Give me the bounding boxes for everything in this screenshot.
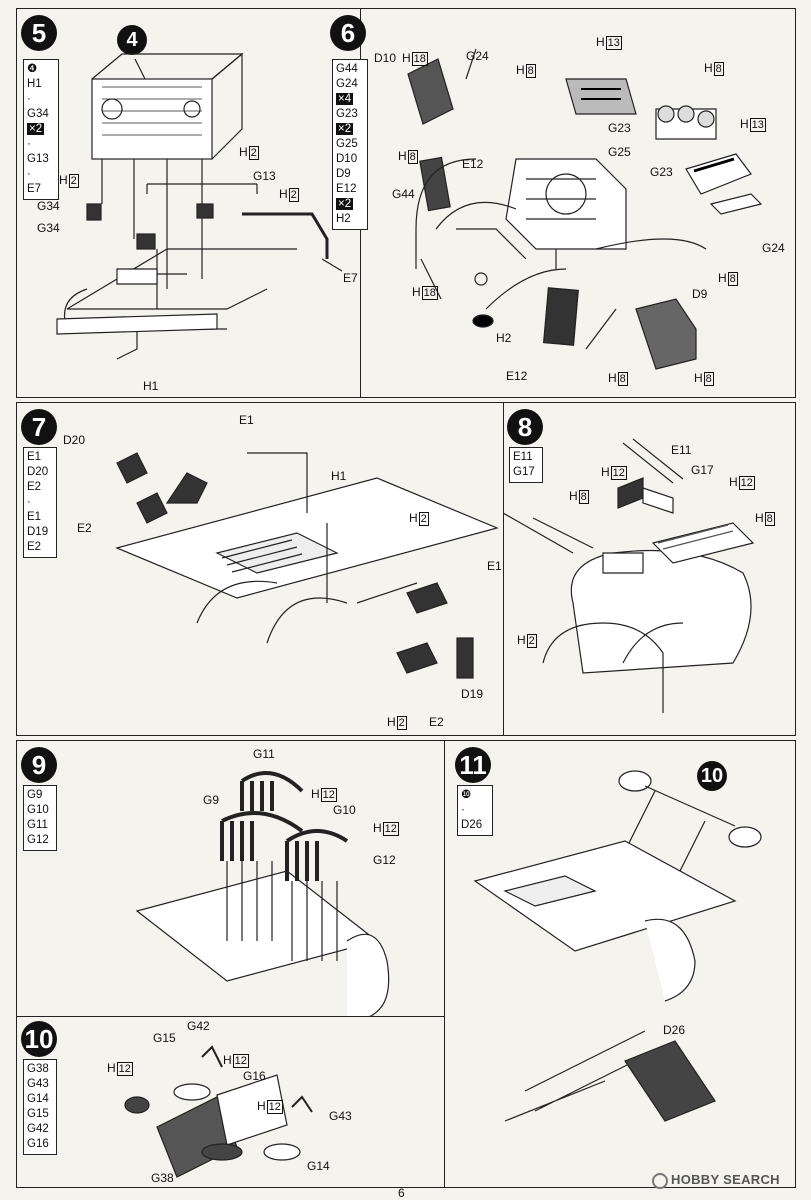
label-g34-a: G34 bbox=[37, 199, 60, 213]
step-10-drawing bbox=[124, 1045, 313, 1178]
label-g43: G43 bbox=[329, 1109, 352, 1123]
label-h1-7: H1 bbox=[331, 469, 347, 483]
label-g9: G9 bbox=[203, 793, 220, 807]
label-e11: E11 bbox=[671, 443, 692, 457]
step-11-drawing bbox=[473, 770, 762, 1122]
label-d19: D19 bbox=[461, 687, 484, 701]
watermark-logo-icon bbox=[652, 1172, 668, 1189]
label-g17: G17 bbox=[691, 463, 714, 477]
label-g34-b: G34 bbox=[37, 221, 60, 235]
part-sub-badge: ❹ bbox=[27, 63, 38, 75]
step-5-drawing bbox=[56, 52, 343, 360]
step-5-badge: 5 bbox=[21, 15, 57, 51]
step-7-badge: 7 bbox=[21, 409, 57, 445]
step-7-drawing bbox=[115, 452, 499, 679]
label-g25: G25 bbox=[608, 145, 631, 159]
label-e12-a: E12 bbox=[462, 157, 484, 171]
label-d26: D26 bbox=[663, 1023, 686, 1037]
step-6-badge: 6 bbox=[330, 15, 366, 51]
label-g38: G38 bbox=[151, 1171, 174, 1185]
label-g23-b: G23 bbox=[650, 165, 673, 179]
step-8-badge: 8 bbox=[507, 409, 543, 445]
label-g23-a: G23 bbox=[608, 121, 631, 135]
step-5-panel: 5 ❹ H1 · G34 ×2 · G13 · E7 4 bbox=[16, 8, 361, 398]
step-11-parts-list: ❿ · D26 bbox=[457, 785, 493, 836]
label-h1: H1 bbox=[143, 379, 159, 393]
label-g42: G42 bbox=[187, 1019, 210, 1033]
step-11-badge: 11 bbox=[455, 747, 491, 783]
label-g24-a: G24 bbox=[466, 49, 489, 63]
label-d9: D9 bbox=[692, 287, 708, 301]
watermark: HOBBY SEARCH bbox=[652, 1172, 780, 1189]
label-g15: G15 bbox=[153, 1031, 176, 1045]
label-d10: D10 bbox=[374, 51, 397, 65]
step-11-panel: 11 ❿ · D26 10 D26 bbox=[444, 740, 796, 1188]
label-g16: G16 bbox=[243, 1069, 266, 1083]
label-e1-b: E1 bbox=[487, 559, 502, 573]
step-5-parts-list: ❹ H1 · G34 ×2 · G13 · E7 bbox=[23, 59, 59, 200]
step-11-exhaust-callout: 10 bbox=[697, 761, 727, 791]
page-number: 6 bbox=[398, 1186, 405, 1200]
label-g14: G14 bbox=[307, 1159, 330, 1173]
label-g24-b: G24 bbox=[762, 241, 785, 255]
label-e1-a: E1 bbox=[239, 413, 254, 427]
label-g12: G12 bbox=[373, 853, 396, 867]
label-h2: H2 bbox=[496, 331, 512, 345]
label-g10: G10 bbox=[333, 803, 356, 817]
step-8-parts-list: E11 G17 bbox=[509, 447, 543, 483]
label-e2-b: E2 bbox=[429, 715, 444, 729]
step-10-badge: 10 bbox=[21, 1021, 57, 1057]
label-d20: D20 bbox=[63, 433, 86, 447]
step-9-parts-list: G9 G10 G11 G12 bbox=[23, 785, 57, 851]
step-10-parts-list: G38 G43 G14 G15 G42 G16 bbox=[23, 1059, 57, 1155]
step-6-parts-list: G44 G24 ×4 G23 ×2 G25 D10 D9 E12 ×2 H2 bbox=[332, 59, 368, 230]
label-e7: E7 bbox=[343, 271, 358, 285]
step-8-drawing bbox=[503, 438, 755, 713]
step-7-parts-list: E1 D20 E2 · E1 D19 E2 bbox=[23, 447, 57, 558]
label-g44: G44 bbox=[392, 187, 415, 201]
label-g11: G11 bbox=[253, 747, 275, 761]
step-5-engine-callout: 4 bbox=[117, 25, 147, 55]
label-g13: G13 bbox=[253, 169, 276, 183]
step-9-badge: 9 bbox=[21, 747, 57, 783]
step-6-drawing bbox=[407, 48, 763, 370]
step-6-panel: 6 G44 G24 ×4 G23 ×2 G25 D10 D9 E12 ×2 H2 bbox=[326, 8, 796, 398]
step-9-drawing bbox=[135, 771, 390, 1017]
label-e2-a: E2 bbox=[77, 521, 92, 535]
label-e12-b: E12 bbox=[506, 369, 528, 383]
